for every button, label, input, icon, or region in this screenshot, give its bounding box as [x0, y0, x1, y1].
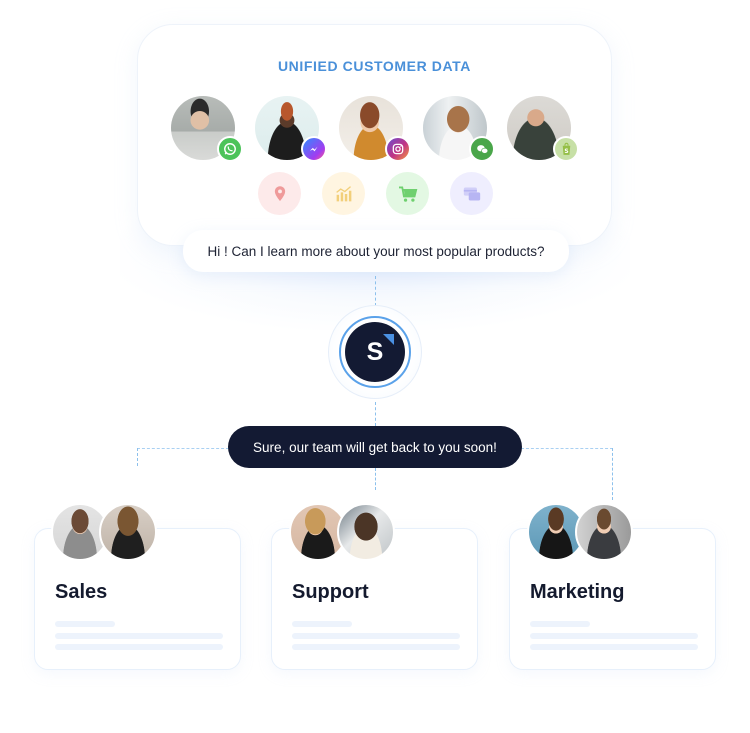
customer-avatar-row: S — [171, 96, 581, 162]
team-member-avatar[interactable] — [289, 503, 347, 561]
sales-team-avatars — [51, 503, 159, 561]
marketing-team-avatars — [527, 503, 635, 561]
card-title: UNIFIED CUSTOMER DATA — [277, 58, 472, 74]
team-member-avatar[interactable] — [337, 503, 395, 561]
logo-corner-accent-icon — [383, 334, 394, 345]
shopping-cart-icon — [386, 172, 429, 215]
payment-card-icon — [450, 172, 493, 215]
team-name: Sales — [55, 581, 108, 603]
customer-avatar[interactable] — [255, 96, 327, 162]
wechat-icon — [469, 136, 495, 162]
customer-message-bubble: Hi ! Can I learn more about your most po… — [183, 230, 569, 272]
bar-chart-icon — [322, 172, 365, 215]
placeholder-line — [292, 633, 460, 639]
customer-avatar[interactable] — [339, 96, 411, 162]
placeholder-line — [530, 644, 698, 650]
team-member-avatar[interactable] — [575, 503, 633, 561]
bot-reply-bubble: Sure, our team will get back to you soon… — [228, 426, 522, 468]
feature-icon-row — [258, 172, 498, 216]
team-member-avatar[interactable] — [51, 503, 109, 561]
team-member-avatar[interactable] — [99, 503, 157, 561]
placeholder-line — [530, 621, 590, 627]
team-member-avatar[interactable] — [527, 503, 585, 561]
customer-avatar[interactable]: S — [507, 96, 579, 162]
location-pin-icon — [258, 172, 301, 215]
placeholder-line — [55, 621, 115, 627]
unified-customer-data-card: UNIFIED CUSTOMER DATA — [137, 24, 612, 246]
connector-line-left — [137, 448, 229, 449]
connector-line — [375, 402, 376, 426]
instagram-icon — [385, 136, 411, 162]
bot-reply-text: Sure, our team will get back to you soon… — [253, 439, 497, 455]
placeholder-line — [292, 621, 352, 627]
brand-logo[interactable]: S — [345, 322, 405, 382]
whatsapp-icon — [217, 136, 243, 162]
customer-message-text: Hi ! Can I learn more about your most po… — [207, 243, 545, 259]
connector-line-center-drop — [375, 468, 376, 490]
placeholder-line — [55, 644, 223, 650]
customer-avatar[interactable] — [171, 96, 243, 162]
messenger-icon — [301, 136, 327, 162]
connector-line-right — [521, 448, 613, 449]
placeholder-line — [530, 633, 698, 639]
svg-text:S: S — [564, 149, 568, 155]
connector-line — [375, 276, 376, 306]
support-team-avatars — [289, 503, 397, 561]
connector-line-right-drop — [612, 448, 613, 500]
placeholder-line — [292, 644, 460, 650]
customer-avatar[interactable] — [423, 96, 495, 162]
placeholder-line — [55, 633, 223, 639]
team-name: Marketing — [530, 581, 625, 603]
team-name: Support — [292, 581, 369, 603]
connector-line-left-drop — [137, 448, 138, 466]
logo-letter: S — [366, 337, 384, 366]
shopify-icon: S — [553, 136, 579, 162]
